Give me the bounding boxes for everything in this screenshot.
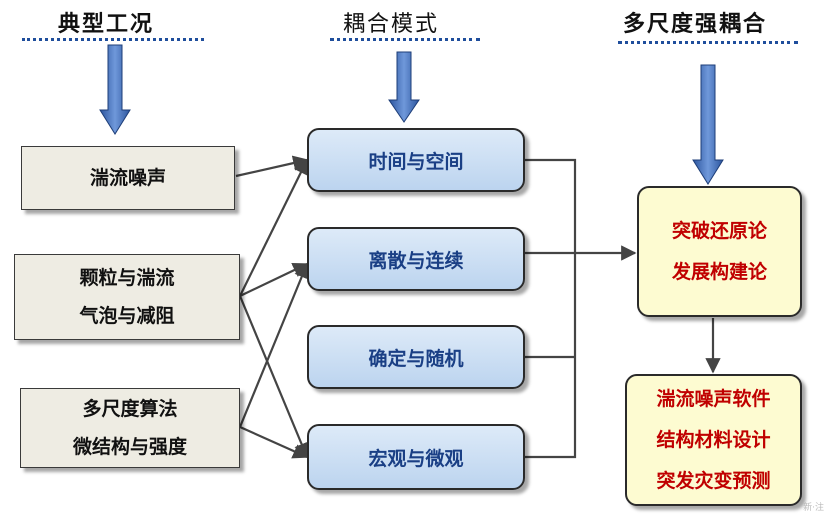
- link-multiscale-to-macro-micro: [239, 425, 309, 459]
- application-line: 突发灾变预测: [656, 469, 771, 492]
- input-box-line: 气泡与减阻: [79, 305, 175, 327]
- mode-box-macro-micro: 宏观与微观: [307, 424, 525, 490]
- header-typical-conditions: 典型工况: [58, 12, 155, 37]
- input-box-multiscale-algorithm: 多尺度算法 微结构与强度: [20, 388, 240, 468]
- header-underline-multiscale: [618, 41, 798, 44]
- input-box-line: 多尺度算法: [82, 398, 178, 420]
- mode-label: 确定与随机: [368, 347, 464, 370]
- application-line: 湍流噪声软件: [656, 387, 771, 410]
- mode-box-discrete-continuous: 离散与连续: [307, 227, 525, 291]
- mode-label: 时间与空间: [368, 150, 464, 173]
- applications-box: 湍流噪声软件 结构材料设计 突发灾变预测: [625, 374, 802, 506]
- application-line: 结构材料设计: [656, 428, 771, 451]
- mode-box-time-space: 时间与空间: [307, 128, 525, 192]
- watermark: 新·注: [803, 503, 824, 513]
- input-box-line: 湍流噪声: [89, 167, 166, 189]
- header-underline-typical: [22, 38, 204, 41]
- mode-box-deterministic-random: 确定与随机: [307, 325, 525, 389]
- header-coupling-mode: 耦合模式: [343, 12, 440, 37]
- down-arrow-icon: [99, 44, 131, 135]
- link-multiscale-to-discrete-continuous: [238, 262, 309, 428]
- theory-box: 突破还原论 发展构建论: [637, 186, 802, 317]
- link-particle-to-macro-micro: [238, 295, 309, 459]
- mode-label: 宏观与微观: [368, 447, 464, 470]
- down-arrow-icon: [388, 51, 420, 123]
- mode-label: 离散与连续: [368, 249, 464, 272]
- link-turbulence-noise-to-time-space: [235, 155, 309, 178]
- input-box-line: 颗粒与湍流: [79, 267, 175, 289]
- header-multiscale-coupling: 多尺度强耦合: [623, 12, 768, 37]
- theory-line: 突破还原论: [671, 219, 767, 242]
- link-particle-to-time-space: [239, 158, 308, 297]
- theory-line: 发展构建论: [671, 260, 767, 283]
- input-box-line: 微结构与强度: [72, 436, 187, 458]
- input-box-turbulence-noise: 湍流噪声: [21, 146, 235, 210]
- input-box-particle-bubble: 颗粒与湍流 气泡与减阻: [14, 254, 240, 340]
- down-arrow-icon: [692, 64, 724, 185]
- mode-collector-bracket: [525, 158, 577, 459]
- header-underline-mode: [330, 38, 480, 41]
